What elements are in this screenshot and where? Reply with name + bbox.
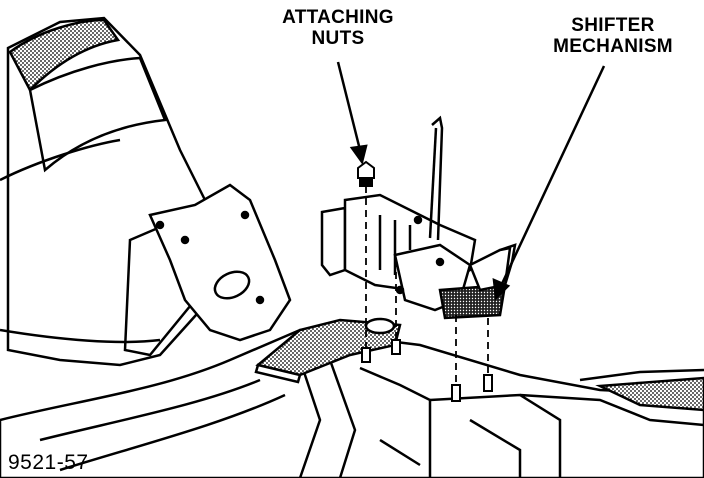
- base-plate: [254, 317, 402, 384]
- mounting-bracket: [148, 183, 292, 342]
- shifter-mechanism-label-line1: SHIFTER: [571, 15, 655, 36]
- shifter-mechanism: [320, 115, 517, 320]
- attaching-nut: [357, 160, 375, 187]
- alignment-lines: [365, 186, 489, 385]
- leader-shifter-mechanism: [492, 65, 606, 301]
- shifter-mechanism-label-line2: MECHANISM: [553, 36, 673, 57]
- mounting-studs: [361, 339, 493, 402]
- leader-attaching-nuts: [336, 61, 368, 165]
- attaching-nuts-label: ATTACHING NUTS: [268, 7, 408, 49]
- shifter-mechanism-label: SHIFTER MECHANISM: [538, 15, 688, 57]
- floor-pan: [0, 328, 704, 478]
- figure-code: 9521-57: [8, 451, 89, 474]
- seat-panel: [0, 16, 232, 367]
- attaching-nuts-label-line1: ATTACHING: [282, 7, 394, 28]
- attaching-nuts-label-line2: NUTS: [311, 28, 365, 49]
